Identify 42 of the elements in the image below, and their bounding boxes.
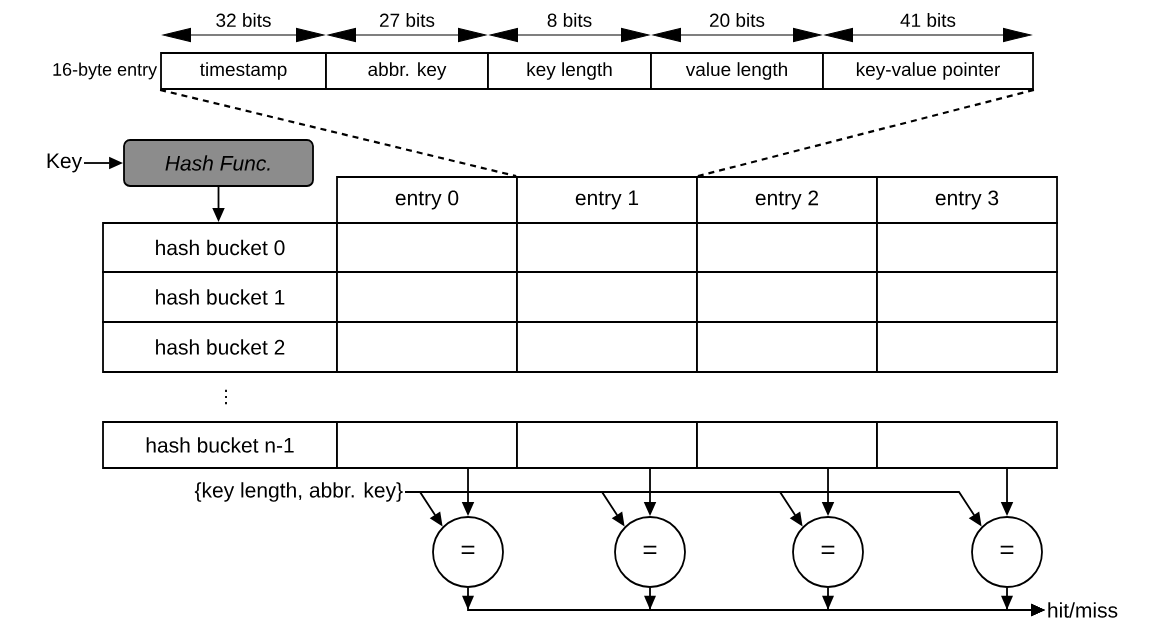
table-cell	[696, 321, 878, 373]
table-cell	[696, 222, 878, 273]
field-box: abbr. key	[325, 52, 489, 90]
table-cell	[516, 271, 698, 323]
field-box: key length	[487, 52, 652, 90]
table-cell: hash bucket n-1	[102, 421, 338, 469]
dashed-line	[697, 88, 1035, 178]
table-cell: entry 2	[696, 176, 878, 224]
table-cell: hash bucket 0	[102, 222, 338, 273]
table-cell	[516, 222, 698, 273]
table-cell: entry 3	[876, 176, 1058, 224]
field-box: key-value pointer	[822, 52, 1034, 90]
ellipsis: ⋮	[225, 389, 227, 405]
table-cell	[876, 222, 1058, 273]
dimension-label: 27 bits	[379, 13, 435, 27]
table-cell	[336, 271, 518, 323]
dimension-label: 8 bits	[547, 13, 592, 27]
input-label: Key	[47, 153, 83, 173]
dimension-label: 32 bits	[216, 13, 271, 27]
field-box: timestamp	[160, 52, 327, 90]
dimension-label: 20 bits	[710, 13, 765, 27]
table-cell	[696, 271, 878, 323]
table-cell	[876, 421, 1058, 469]
table-cell: hash bucket 2	[102, 321, 338, 373]
table-cell	[876, 271, 1058, 323]
table-cell: entry 0	[336, 176, 518, 224]
table-cell: hash bucket 1	[102, 271, 338, 323]
table-cell	[336, 421, 518, 469]
row-label: 16-byte entry	[53, 62, 158, 80]
output-label: hit/miss	[1048, 602, 1118, 618]
table-cell	[516, 421, 698, 469]
table-cell	[696, 421, 878, 469]
hash-function-box: Hash Func.	[123, 139, 314, 187]
table-cell: entry 1	[516, 176, 698, 224]
dimension-label: 41 bits	[900, 13, 956, 27]
table-cell	[876, 321, 1058, 373]
field-box: value length	[650, 52, 824, 90]
input-label: {key length, abbr. key}	[194, 482, 403, 502]
table-cell	[336, 222, 518, 273]
table-cell	[516, 321, 698, 373]
dashed-line	[159, 88, 517, 178]
table-cell	[336, 321, 518, 373]
